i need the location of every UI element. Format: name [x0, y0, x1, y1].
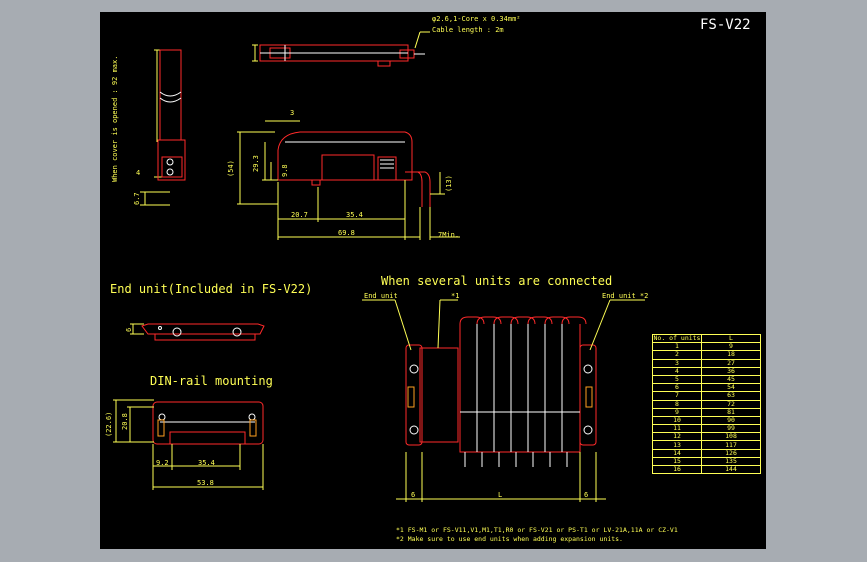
dim-L: L — [498, 491, 503, 499]
label-end-unit: End unit — [364, 292, 398, 300]
dim-width-20-7: 20.7 — [291, 211, 308, 219]
table-cell-length: 108 — [701, 432, 761, 442]
table-cell-units: 16 — [652, 464, 702, 475]
table-cell-length: 18 — [701, 350, 761, 360]
dim-7min: 7Min. — [438, 231, 460, 239]
cad-drawing-lines — [113, 31, 645, 502]
several-units-view — [405, 316, 597, 453]
cover-open-note: When cover is opened : 92 max. — [111, 55, 119, 182]
table-cell-units: 8 — [652, 399, 702, 409]
dim-13: (13) — [445, 175, 453, 192]
dim-height-9-8: 9.8 — [281, 164, 289, 177]
table-cell-length: 63 — [701, 391, 761, 401]
dim-4: 4 — [136, 169, 141, 177]
table-header-row: No. of units L — [652, 333, 761, 344]
table-cell-units: 2 — [652, 350, 702, 360]
din-dim-20-8: 20.8 — [121, 413, 129, 430]
table-cell-units: 13 — [652, 440, 702, 450]
cable-spec-line2: Cable length : 2m — [432, 26, 504, 34]
model-title: FS-V22 — [700, 17, 751, 33]
dim-right-6: 6 — [584, 491, 589, 499]
din-dim-9-2: 9.2 — [156, 459, 169, 467]
footnote-2: *2 Make sure to use end units when addin… — [396, 535, 623, 543]
end-unit-title: End unit(Included in FS-V22) — [110, 282, 313, 296]
label-end-unit-2: End unit *2 — [602, 292, 649, 300]
side-view-top — [259, 44, 415, 67]
label-star1: *1 — [451, 292, 460, 300]
table-cell-length: 144 — [701, 464, 761, 475]
dim-width-35-4: 35.4 — [346, 211, 363, 219]
dim-height-29-3: 29.3 — [252, 155, 260, 172]
dim-left-6: 6 — [411, 491, 416, 499]
din-rail-title: DIN-rail mounting — [150, 374, 273, 388]
din-dim-53-8: 53.8 — [197, 479, 214, 487]
main-front-view — [277, 131, 431, 207]
din-dim-35-4: 35.4 — [198, 459, 215, 467]
dim-6-7: 6.7 — [133, 192, 141, 205]
cad-drawing-canvas: FS-V22 φ2.6,1-Core x 0.34mm² Cable lengt… — [100, 12, 766, 549]
table-cell-length: 72 — [701, 399, 761, 409]
din-dim-22-6: (22.6) — [105, 411, 113, 437]
cable-spec-line1: φ2.6,1-Core x 0.34mm² — [432, 15, 521, 23]
several-units-title: When several units are connected — [381, 274, 613, 288]
dim-height-54: (54) — [227, 160, 235, 177]
table-cell-units: 12 — [652, 432, 702, 442]
dim-3: 3 — [290, 109, 295, 117]
footnote-1: *1 FS-M1 or FS-V11,V1,M1,T1,R0 or FS-V21… — [396, 526, 678, 534]
end-unit-dim-6: 6 — [125, 327, 133, 332]
table-cell-units: 7 — [652, 391, 702, 401]
dim-width-69-8: 69.8 — [338, 229, 355, 237]
table-cell-length: 117 — [701, 440, 761, 450]
